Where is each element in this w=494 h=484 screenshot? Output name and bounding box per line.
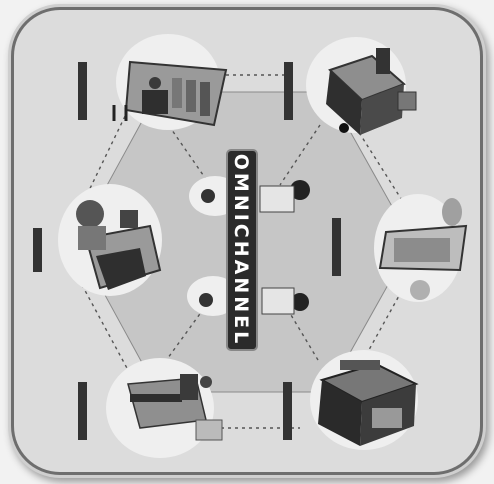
tag-top-left [78, 62, 87, 120]
channel-node-top-left [114, 34, 226, 130]
channel-node-bottom-right [310, 350, 418, 450]
channel-node-middle-left [58, 184, 162, 296]
center-label: OMNICHANNEL [230, 154, 252, 346]
tag-bottom-right [283, 382, 292, 440]
channel-node-top-right [306, 37, 416, 135]
channel-node-middle-right [374, 194, 466, 302]
tag-top-right [284, 62, 293, 120]
tag-bottom-left [78, 382, 87, 440]
tag-middle-left [33, 228, 42, 272]
store-shelf-shopper-icon [114, 62, 226, 125]
tag-middle-right [332, 218, 341, 276]
